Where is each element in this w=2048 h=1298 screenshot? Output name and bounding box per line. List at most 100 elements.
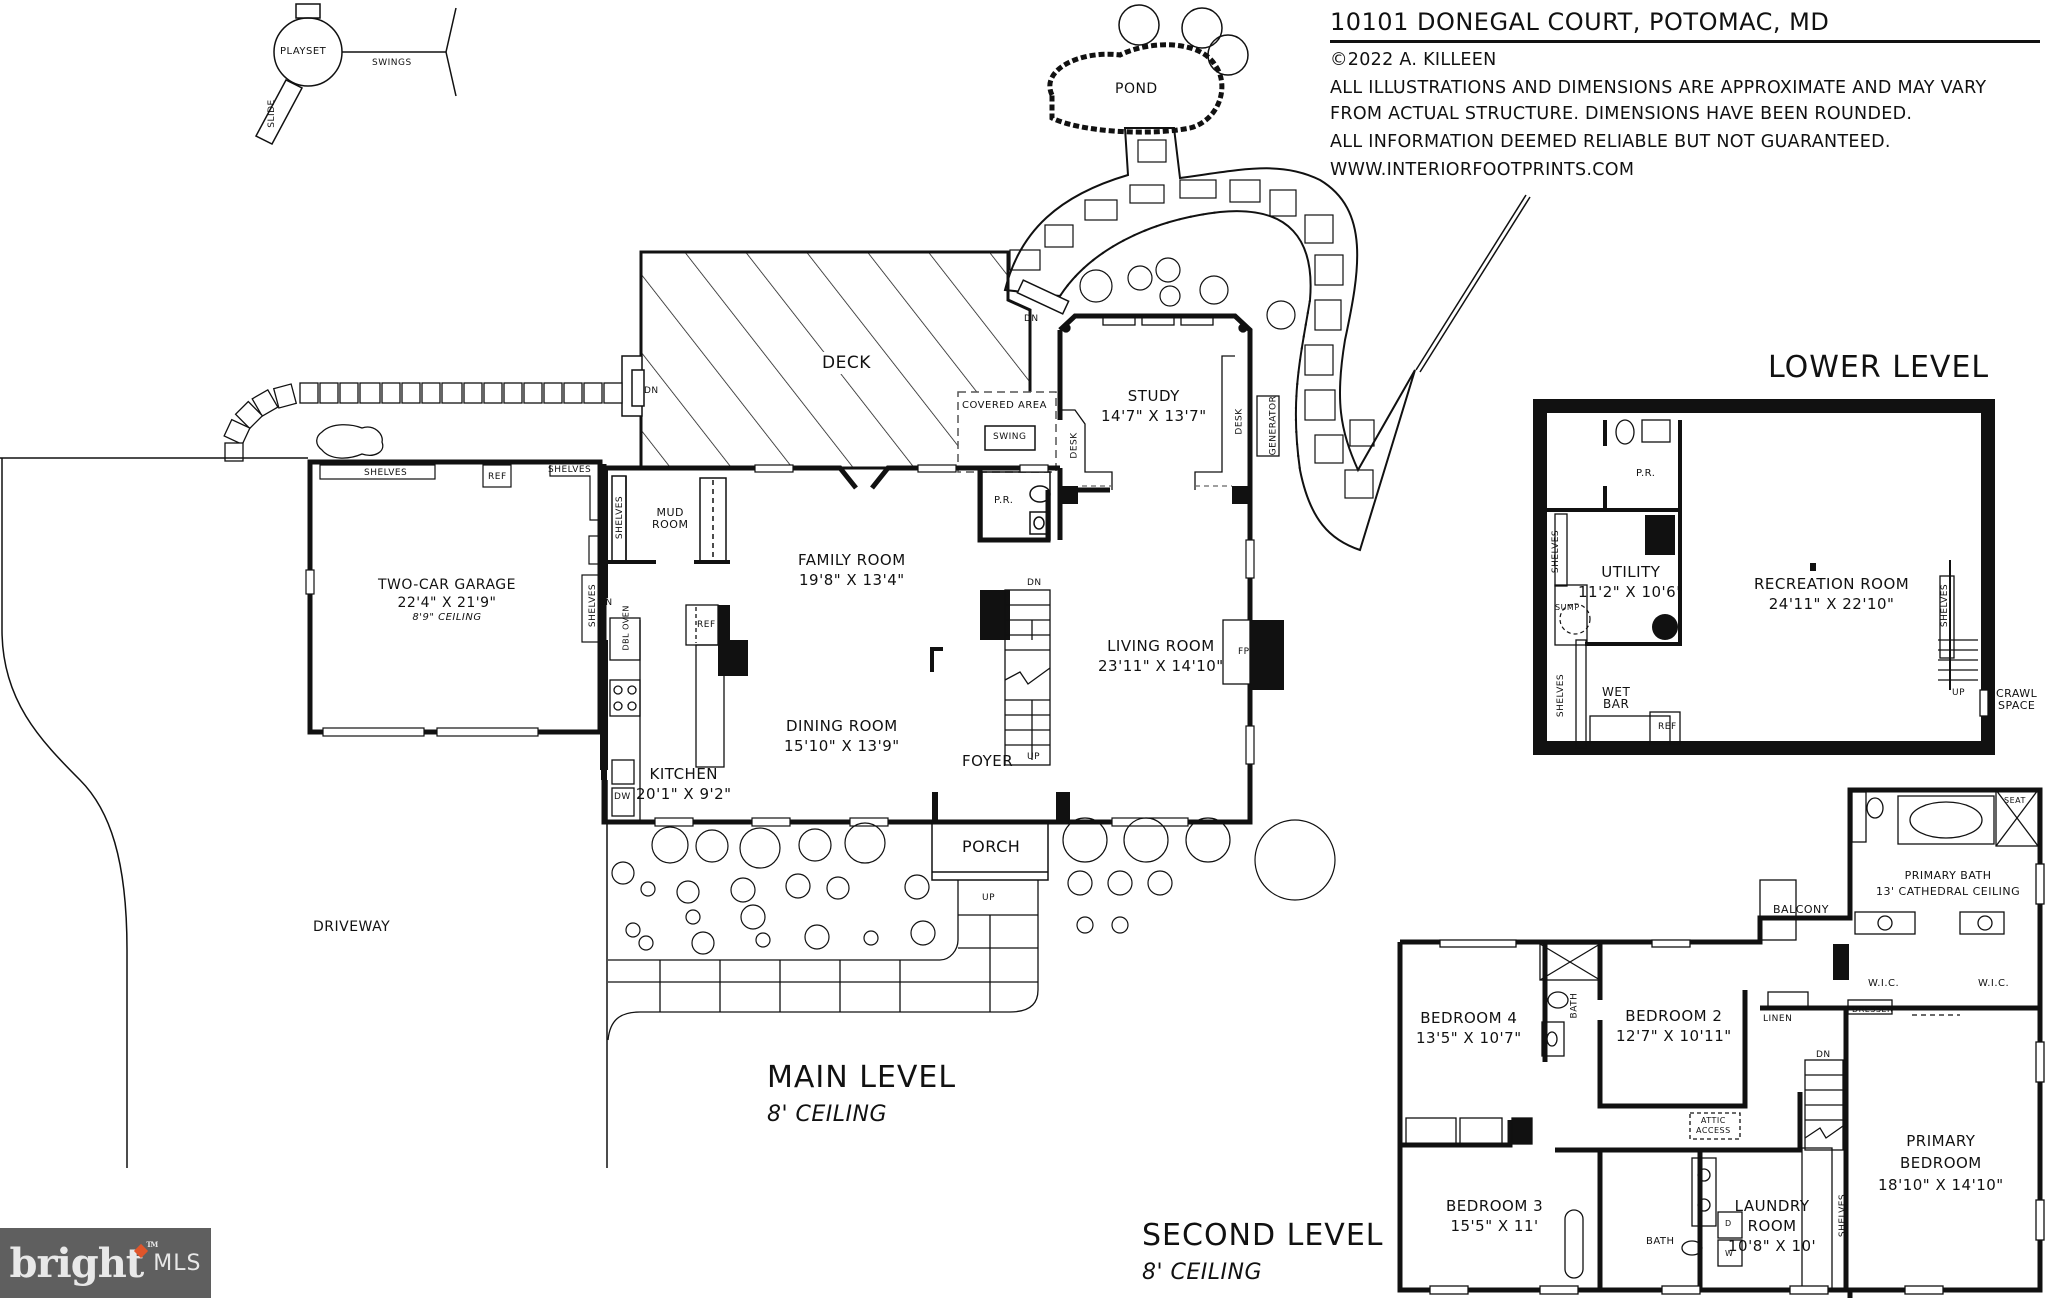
kitchen-name: KITCHEN [649,765,719,783]
dining-column [930,647,943,672]
deck-stairs-dn-label: DN [1024,314,1039,324]
room-foyer: FOYER [962,752,1014,770]
linen-label: LINEN [1763,1014,1793,1024]
living-room-dims: 23'11" X 14'10" [1098,657,1224,675]
room-utility: UTILITY 11'2" X 10'6" [1578,562,1684,602]
mud-room [604,475,730,564]
wet-bar-name-2: BAR [1603,697,1630,711]
driveway-line-right [1415,350,1540,370]
lower-shelves-1-label: SHELVES [1551,529,1562,574]
logo-suffix: MLS [153,1250,202,1276]
crawl-space-name-1: CRAWL [1996,687,2038,700]
seat-label: SEAT [2004,796,2026,805]
second-stairs-dn-label: DN [1816,1050,1831,1060]
fireplace [1222,619,1251,685]
garage-ref-label: REF [488,472,507,482]
garage-shelves-2-label: SHELVES [548,465,592,475]
logo-tm: TM [146,1239,158,1249]
disclaimer-line-1: ALL ILLUSTRATIONS AND DIMENSIONS ARE APP… [1330,78,1987,98]
dbl-oven-label: DBL OVEN [621,605,631,651]
family-room-dims: 19'8" X 13'4" [799,571,905,589]
room-bedroom-4: BEDROOM 4 13'5" X 10'7" [1416,1008,1522,1048]
main-stairs [1004,589,1051,766]
stairs-dn-label: DN [1027,578,1042,588]
room-balcony: BALCONY [1773,903,1829,916]
lower-level-walls [1533,399,1995,755]
attic-label-2: ACCESS [1696,1126,1731,1135]
bath-2-label: BATH [1646,1236,1675,1247]
bedroom-2-name: BEDROOM 2 [1625,1007,1723,1025]
kitchen-fixtures [609,604,725,822]
study-desk-right-label: DESK [1234,408,1245,435]
living-room-name: LIVING ROOM [1107,637,1215,655]
bedroom-2-dims: 12'7" X 10'11" [1616,1027,1732,1045]
header-rule [1330,40,2040,43]
study-desks [1060,316,1280,490]
room-powder-main: P.R. [994,495,1014,506]
bedroom-4-name: BEDROOM 4 [1420,1009,1518,1027]
garage-door-dn-label: DN [598,598,613,608]
disclaimer-line-2: FROM ACTUAL STRUCTURE. DIMENSIONS HAVE B… [1330,104,1913,124]
study-dims: 14'7" X 13'7" [1101,407,1207,425]
primary-bedroom-name-1: PRIMARY [1906,1132,1976,1150]
dining-room-dims: 15'10" X 13'9" [784,737,900,755]
bedroom-3-name: BEDROOM 3 [1446,1197,1544,1215]
island-block-2 [718,640,748,676]
garage-ceiling: 8'9" CEILING [412,612,482,623]
copyright: ©2022 A. KILLEEN [1330,50,1497,70]
pond-label: POND [1115,81,1158,97]
utility-name: UTILITY [1601,563,1661,581]
front-walkway [607,880,1039,1041]
crawl-space-name-2: SPACE [1997,699,2036,712]
slide-label: SLIDE [266,99,277,128]
primary-bedroom-dims: 18'10" X 14'10" [1878,1176,2004,1194]
mud-room-name-1: MUD [656,506,684,519]
garage-name: TWO-CAR GARAGE [378,577,516,593]
main-level-title: MAIN LEVEL [767,1060,957,1095]
room-study: STUDY 14'7" X 13'7" [1101,386,1207,426]
attic-access-label: ATTIC ACCESS [1696,1116,1731,1136]
laundry-name-1: LAUNDRY [1734,1197,1810,1215]
family-room-name: FAMILY ROOM [798,551,906,569]
garage-shelves-label: SHELVES [364,468,408,478]
dryer-label: D [1725,1219,1732,1228]
room-dining: DINING ROOM 15'10" X 13'9" [784,716,900,756]
room-wic-2: W.I.C. [1978,978,2010,989]
recreation-room-name: RECREATION ROOM [1754,575,1910,593]
laundry-dims: 10'8" X 10' [1728,1237,1817,1255]
primary-bath-name: PRIMARY BATH [1904,869,1992,882]
kitchen-dims: 20'1" X 9'2" [636,785,732,803]
primary-bedroom-name-2: BEDROOM [1899,1154,1982,1172]
sump-label: SUMP [1555,603,1580,612]
study-name: STUDY [1127,387,1180,405]
driveway-label: DRIVEWAY [313,919,391,935]
garden-walkway [223,382,623,462]
dresser-label: DRESSER [1852,1005,1894,1014]
bedroom-3-dims: 15'5" X 11' [1450,1217,1539,1235]
room-kitchen: KITCHEN 20'1" X 9'2" [636,764,732,804]
chimney-second [1833,944,1849,980]
deck-label: DECK [818,352,875,374]
lower-shelves-3-label: SHELVES [1940,583,1951,628]
wet-bar-name-1: WET [1602,685,1631,699]
second-level-ceiling: 8' CEILING [1142,1260,1263,1285]
swing-label: SWING [993,432,1027,442]
driveway-outline [0,457,608,1168]
furnace [1645,515,1675,555]
island-block [718,605,730,645]
dining-room-name: DINING ROOM [785,717,898,735]
room-primary-bath: PRIMARY BATH 13' CATHEDRAL CEILING [1876,868,2020,900]
room-laundry: LAUNDRY ROOM 10'8" X 10' [1728,1196,1816,1256]
disclaimer-line-3: ALL INFORMATION DEEMED RELIABLE BUT NOT … [1330,132,1891,152]
lower-shelves-2-label: SHELVES [1556,673,1567,718]
porch [931,821,1049,881]
room-bedroom-2: BEDROOM 2 12'7" X 10'11" [1616,1006,1732,1046]
room-mud-room: MUD ROOM [652,507,688,531]
playset [254,3,457,145]
laundry-name-2: ROOM [1747,1217,1797,1235]
room-wet-bar: WET BAR [1602,686,1630,710]
website-link[interactable]: WWW.INTERIORFOOTPRINTS.COM [1330,160,1635,180]
column [1810,563,1816,571]
recreation-room-dims: 24'11" X 22'10" [1768,595,1895,613]
